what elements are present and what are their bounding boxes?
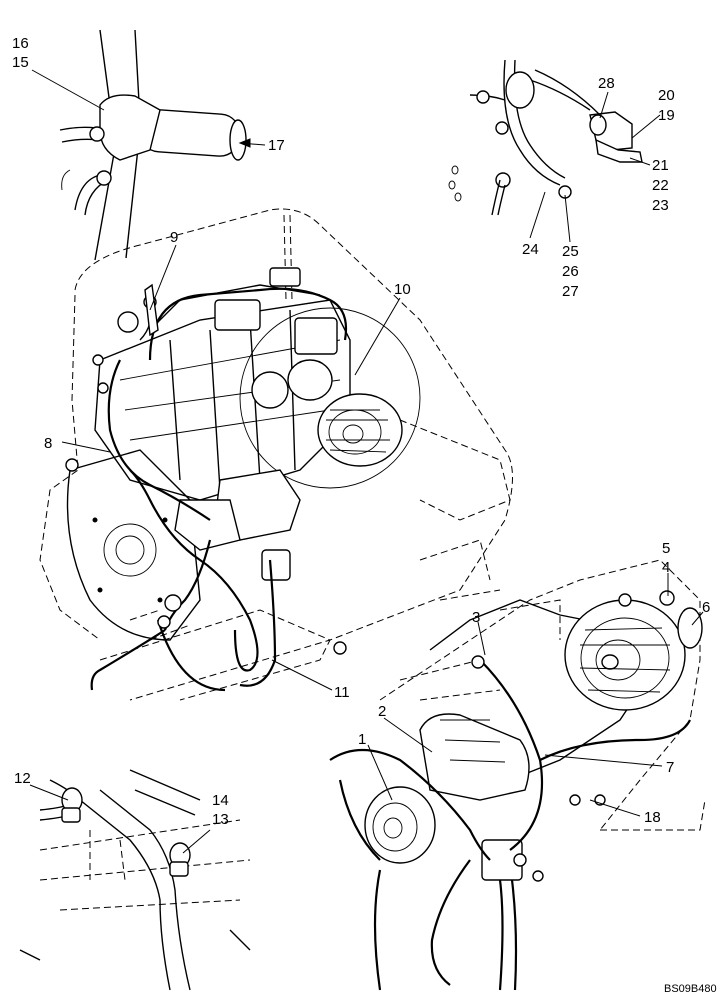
callout-3: 3 (472, 609, 480, 626)
callout-21: 21 (652, 157, 669, 174)
callout-16: 16 (12, 35, 29, 52)
engine-assembly (39, 208, 513, 701)
callout-8: 8 (44, 435, 52, 452)
callout-2: 2 (378, 703, 386, 720)
callout-26: 26 (562, 263, 579, 280)
callout-24: 24 (522, 241, 539, 258)
starter-alternator-assembly (329, 559, 706, 991)
figure-code: BS09B480 (664, 983, 717, 995)
callout-10: 10 (394, 281, 411, 298)
callout-17: 17 (268, 137, 285, 154)
callout-9: 9 (170, 229, 178, 246)
callout-23: 23 (652, 197, 669, 214)
callout-11: 11 (334, 684, 350, 701)
callout-22: 22 (652, 177, 669, 194)
callout-28: 28 (598, 75, 615, 92)
callout-20: 20 (658, 87, 675, 104)
callout-5: 5 (662, 540, 670, 557)
callout-7: 7 (666, 759, 674, 776)
callout-13: 13 (212, 811, 229, 828)
leader-lines (29, 69, 704, 854)
detail-ground-clamp (19, 769, 251, 991)
detail-sensor (448, 59, 643, 216)
callout-19: 19 (658, 107, 675, 124)
callout-25: 25 (562, 243, 579, 260)
callout-14: 14 (212, 792, 229, 809)
callout-6: 6 (702, 599, 710, 616)
callout-15: 15 (12, 54, 29, 71)
callout-12: 12 (14, 770, 31, 787)
callout-18: 18 (644, 809, 661, 826)
detail-harness-clamp (59, 29, 247, 261)
callout-27: 27 (562, 283, 579, 300)
callout-labels: 16 15 17 9 10 8 11 28 20 19 21 22 23 24 … (12, 35, 710, 828)
callout-1: 1 (358, 731, 366, 748)
callout-4: 4 (662, 559, 670, 576)
